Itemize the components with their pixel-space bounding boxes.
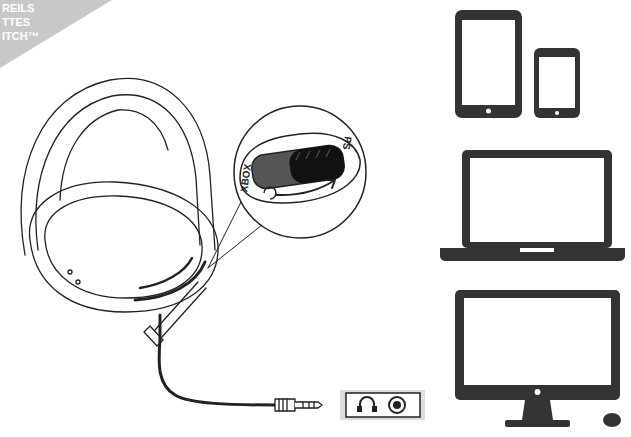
corner-text: REILS [2,3,34,14]
device-icons [440,10,625,427]
corner-band [0,0,112,68]
corner-text: ITCH™ [2,31,39,42]
corner-text: TTES [2,17,30,28]
switch-label: PS [341,136,353,151]
switch-callout [234,106,366,238]
switch-label: XBOX [239,163,253,192]
audio-jack [340,390,425,420]
